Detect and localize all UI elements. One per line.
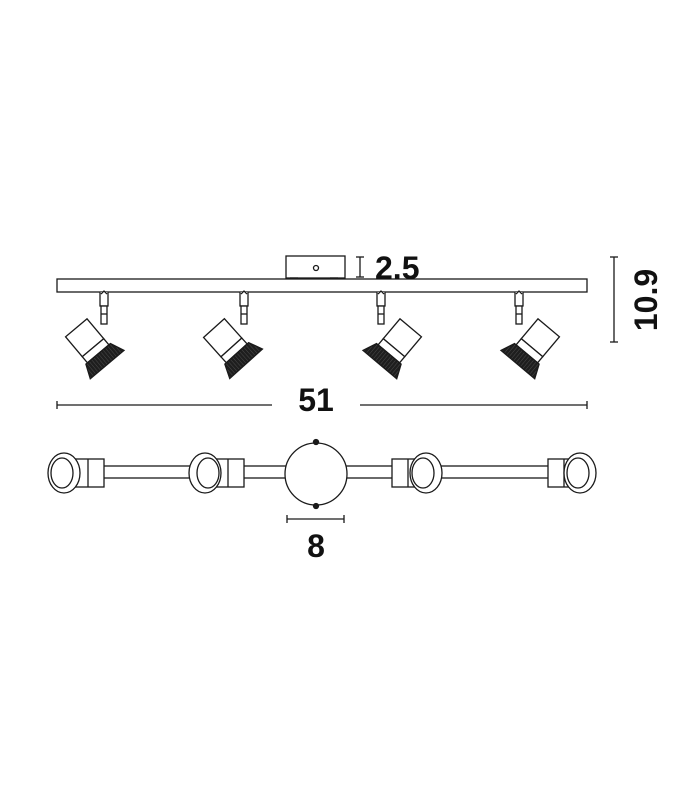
canopy-screw-top: [312, 438, 320, 446]
spotlight-top-1: [47, 452, 105, 494]
top-view: [47, 438, 597, 510]
dim-total-height-marker: [610, 256, 618, 343]
dim-canopy-diameter-label: 8: [307, 528, 325, 564]
dimension-lines: [56, 256, 618, 523]
side-view: [56, 255, 588, 380]
canopy-top: [284, 442, 348, 506]
spotlight-top-2: [188, 452, 245, 494]
dim-canopy-diameter-marker: [286, 515, 345, 523]
spotlight-side-2: [202, 290, 264, 380]
spotlight-top-3: [391, 452, 443, 494]
bar-side: [56, 278, 588, 293]
dim-total-height-label: 10.9: [628, 269, 664, 331]
spotlight-top-4: [547, 452, 597, 494]
dim-canopy-height-label: 2.5: [375, 250, 419, 286]
dim-total-length-marker: [56, 401, 588, 409]
dim-total-length-label: 51: [298, 382, 334, 418]
canopy-box: [285, 255, 346, 279]
spotlight-side-4: [499, 290, 561, 380]
spotlight-side-3: [361, 290, 423, 380]
spotlight-side-1: [64, 290, 126, 380]
dim-canopy-height-marker: [356, 256, 364, 278]
canopy-screw: [312, 264, 320, 272]
